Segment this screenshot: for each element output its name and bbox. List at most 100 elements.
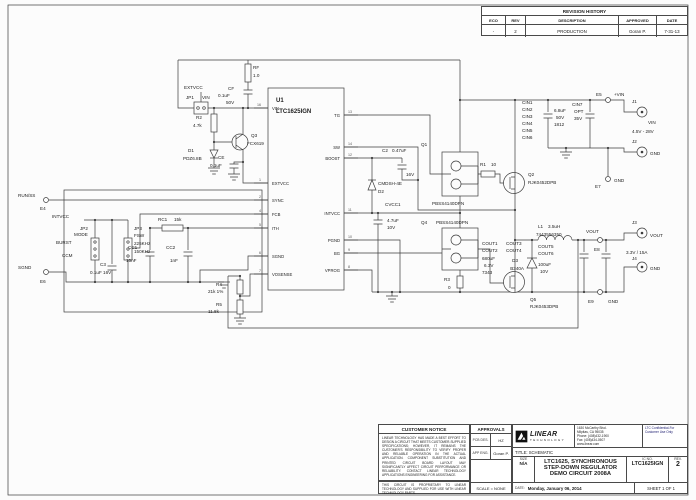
title-label: TITLE: SCHEMATIC (513, 448, 687, 457)
date-value: Monday, January 06, 2014 (527, 485, 582, 491)
app-eng-label: APP ENG. (471, 447, 491, 459)
schematic-title: LTC1625, SYNCHRONOUS STEP-DOWN REGULATOR (543, 459, 618, 471)
r2-ref-label: R2 (196, 115, 202, 120)
terminal-e9 (597, 289, 603, 295)
net-label-extvcc: EXTVCC (184, 85, 203, 90)
pcb-des-value: HZ (498, 437, 504, 443)
ic-no-value: LTC1625IGN (631, 461, 664, 467)
rev-row-rev: 2 (506, 25, 526, 37)
company-address-1: 1630 McCarthy Blvd. (577, 426, 607, 430)
customer-notice-body: LINEAR TECHNOLOGY HAS MADE A BEST EFFORT… (382, 436, 466, 477)
u1-pin-pgnd: PGND (328, 238, 340, 243)
revision-history-title: REVISION HISTORY (482, 7, 687, 16)
r4-ref-label: R4 (216, 282, 222, 287)
cvcc1-ref-label: CVCC1 (385, 202, 401, 207)
u1-pinnum-vosense: 7 (259, 269, 261, 273)
u1-pinnum-sgnd: 6 (259, 251, 261, 255)
cin7-label: CIN7 (572, 102, 583, 107)
r2-resistor (210, 113, 218, 133)
q4-ref-label: Q4 (421, 220, 428, 225)
u1-pinnum-ith: 5 (259, 223, 261, 227)
terminal-j3 (636, 227, 648, 239)
cout4-label: COUT4 (506, 248, 522, 253)
cin7-opt-label: OPT (574, 109, 584, 114)
proprietary-note-box: THIS CIRCUIT IS PROPRIETARY TO LINEAR TE… (378, 481, 470, 496)
jp3-option-150khz-label: 150KHz (134, 249, 151, 254)
terminal-e7 (605, 176, 611, 182)
rev-value: 2 (676, 461, 680, 468)
rc1-ref-label: RC1 (158, 217, 168, 222)
u1-part-label: LTC1625IGN (276, 109, 311, 115)
d2-part-label: CMDSH-4E (378, 181, 402, 186)
linear-logo (515, 430, 528, 442)
d1-part-label: PDZ6.8B (183, 156, 202, 161)
terminal-j1 (636, 106, 648, 118)
rev-col-description: DESCRIPTION (526, 16, 619, 24)
r5-value-label: 11.8k (208, 309, 220, 314)
rf-value-label: 1.0 (253, 73, 260, 78)
j3-spec-label: 3.3V / 15A (626, 250, 648, 255)
u1-pin-intvcc: INTVCC (324, 211, 340, 216)
customer-notice-title: CUSTOMER NOTICE (379, 425, 469, 434)
rf-ref-label: RF (253, 65, 259, 70)
e8-label: E8 (594, 247, 600, 252)
approvals-title: APPROVALS (471, 425, 511, 434)
cout2-label: COUT2 (482, 248, 498, 253)
jp3-ref-label: JP3 (134, 226, 142, 231)
j3-label: J3 (632, 220, 637, 225)
ground-symbol (559, 151, 573, 159)
d3-part-label: B340A (510, 266, 525, 271)
c3-ref-label: C3 (100, 262, 106, 267)
cin7-voltage-label: 35V (574, 116, 583, 121)
schematic-labels: EXTVCC JP1 VIN RF 1.0 CF 0.1uF 50V R2 4.… (18, 65, 663, 314)
r3-value-label: 0 (448, 285, 451, 290)
company-name-technology: TECHNOLOGY (530, 437, 566, 442)
junction-dots (93, 98, 610, 298)
cout-size-label: 7343 (482, 270, 493, 275)
ground-symbol (233, 317, 247, 325)
jp2-jumper (90, 237, 100, 261)
terminal-e6 (43, 269, 49, 275)
cin-value-label: 6.8uF (554, 108, 566, 113)
jp1-name-label: VIN (202, 95, 210, 100)
u1-pinnum-vin: 16 (257, 103, 261, 107)
demo-circuit-title: DEMO CIRCUIT 2008A (549, 471, 612, 477)
rev-col-eco: ECO (482, 16, 506, 24)
cin2-label: CIN2 (522, 107, 533, 112)
cout3-label: COUT3 (506, 241, 522, 246)
r1-value-label: 10 (491, 162, 497, 167)
u1-pinnum-tg: 13 (348, 110, 352, 114)
ground-symbol (385, 295, 399, 303)
u1-pin-sw: SW (333, 145, 340, 150)
u1-pin-tg: TG (334, 113, 340, 118)
j1-name-label: VIN (648, 120, 656, 125)
customer-notice-box: CUSTOMER NOTICE LINEAR TECHNOLOGY HAS MA… (378, 424, 470, 481)
jp2-option-burst-label: BURST (56, 240, 72, 245)
u1-pinnum-pgnd: 10 (348, 235, 352, 239)
u1-pin-extvcc: EXTVCC (272, 181, 289, 186)
e6-label: E6 (40, 279, 46, 284)
d2-ref-label: D2 (378, 189, 384, 194)
u1-pin-vprog: VPROG (325, 268, 340, 273)
j2-label: J2 (632, 139, 637, 144)
q1-part-label: PBSS4140DPN (432, 201, 464, 206)
u1-pinnum-bg: 9 (348, 248, 350, 252)
cf-voltage-label: 50V (226, 100, 235, 105)
c2-value-label: 0.47uF (392, 148, 406, 153)
j1-spec-label: 4.5V - 28V (632, 129, 655, 134)
d1-ref-label: D1 (188, 148, 194, 153)
r1-ref-label: R1 (480, 162, 486, 167)
proprietary-note-text: THIS CIRCUIT IS PROPRIETARY TO LINEAR TE… (382, 483, 466, 496)
ce-ref-label: CE (218, 155, 224, 160)
u1-pinnum-extvcc: 1 (259, 178, 261, 182)
jp3-name-label: FSW (134, 233, 145, 238)
u1-pin-bg: BG (334, 251, 340, 256)
r4-resistor (236, 279, 244, 295)
e5-label: E5 (596, 92, 602, 97)
u1-pinnum-vprog: 8 (348, 265, 350, 269)
cvcc1-value-label: 4.7uF (387, 218, 399, 223)
net-label-intvcc: INTVCC (52, 214, 70, 219)
r4-value-label: 21k 1% (208, 289, 223, 294)
